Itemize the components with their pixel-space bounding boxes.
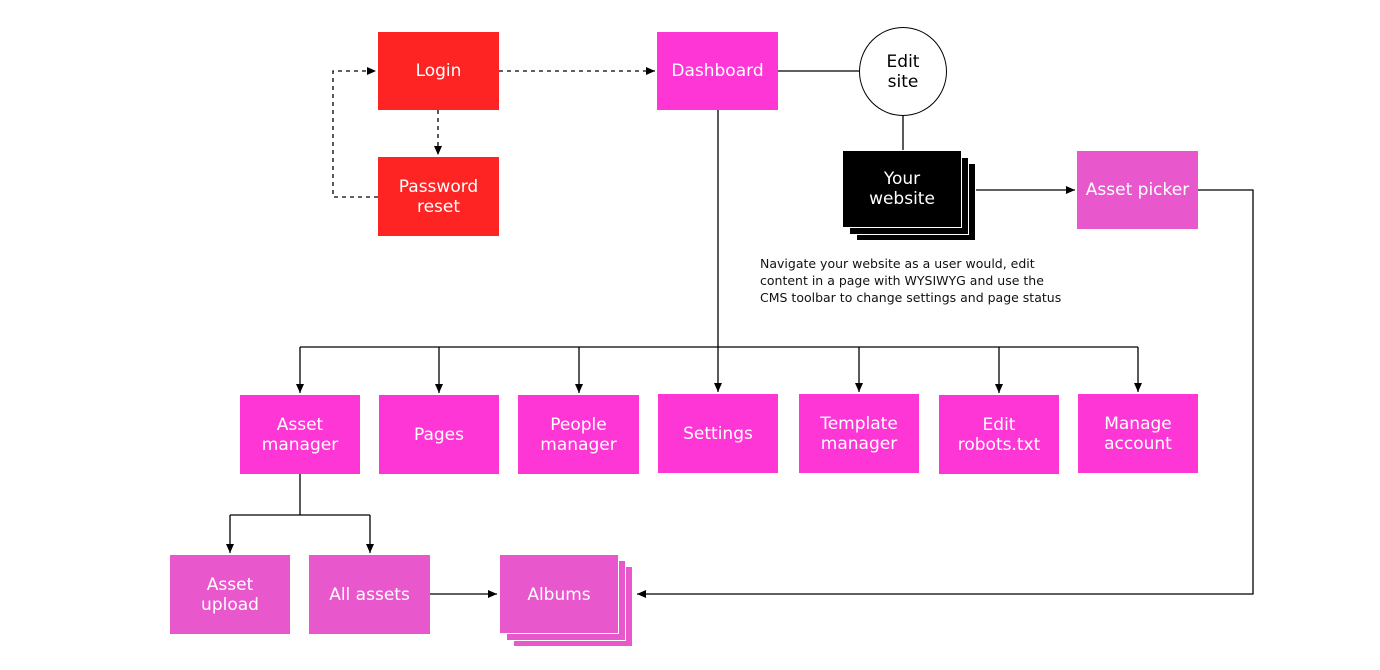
people-manager-node: People manager	[518, 395, 639, 474]
login-node: Login	[378, 32, 499, 110]
reset-to-login-connector	[332, 67, 378, 198]
albums-node: Albums	[499, 554, 619, 634]
asset-picker-node: Asset picker	[1077, 151, 1198, 229]
manage-account-node: Manage account	[1078, 394, 1198, 473]
pages-node: Pages	[379, 395, 499, 474]
template-manager-node: Template manager	[799, 394, 919, 473]
asset-picker-to-albums-connector	[637, 189, 1254, 598]
edit-robots-node: Edit robots.txt	[939, 395, 1059, 474]
asset-upload-node: Asset upload	[170, 555, 290, 634]
your-website-node: Your website	[842, 150, 962, 228]
edit-site-node: Edit site	[859, 27, 947, 116]
dashboard-node: Dashboard	[657, 32, 778, 110]
asset-manager-node: Asset manager	[240, 395, 360, 474]
all-assets-node: All assets	[309, 555, 430, 634]
password-reset-node: Password reset	[378, 157, 499, 236]
edit-site-annotation: Navigate your website as a user would, e…	[760, 256, 1062, 305]
settings-node: Settings	[658, 394, 778, 473]
